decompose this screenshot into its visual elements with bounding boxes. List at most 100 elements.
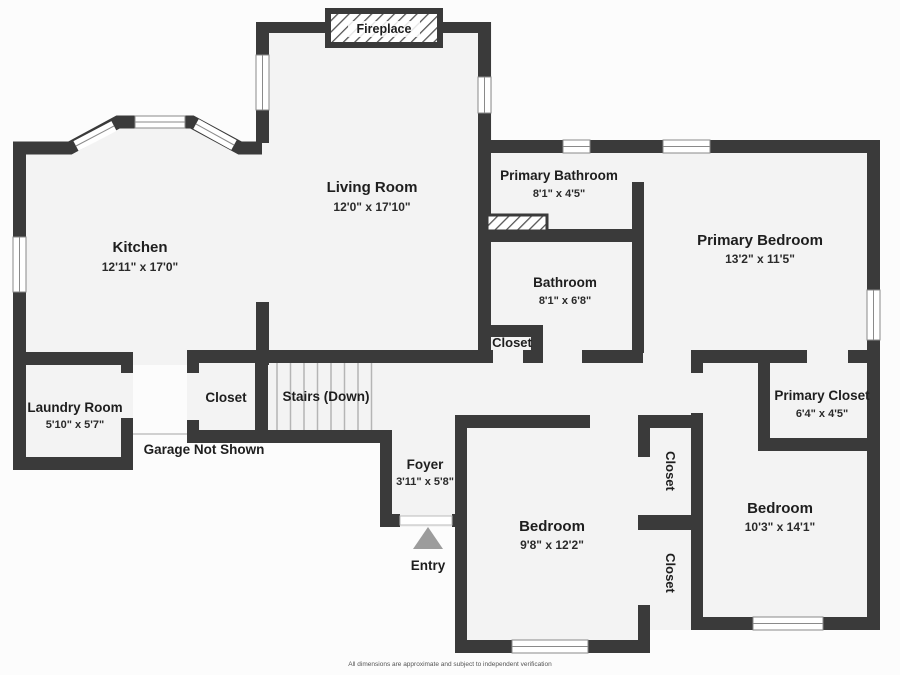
window — [193, 119, 237, 150]
walls-part — [455, 415, 467, 653]
walls-part — [380, 514, 400, 527]
walls-part — [13, 365, 26, 470]
walls-part — [256, 302, 269, 365]
window — [255, 54, 270, 111]
primary-closet-dims: 6'4" x 4'5" — [796, 408, 848, 420]
foyer-dims: 3'11" x 5'8" — [396, 476, 454, 488]
walls-part — [582, 350, 643, 363]
laundry-room-dims: 5'10" x 5'7" — [46, 419, 104, 431]
living-room-floor — [256, 22, 492, 362]
walls-part — [531, 325, 543, 363]
walls-part — [121, 352, 133, 373]
walls-part — [867, 340, 880, 630]
window — [866, 289, 881, 341]
window — [134, 115, 186, 129]
laundry-room-label: Laundry Room — [27, 400, 122, 415]
walls — [13, 22, 880, 653]
walls-part — [13, 142, 26, 237]
walls-part — [187, 350, 493, 363]
window — [752, 616, 824, 631]
living-room-dims: 12'0" x 17'10" — [333, 200, 410, 214]
kitchen-label: Kitchen — [112, 239, 167, 256]
walls-part — [478, 22, 491, 77]
walls-part — [758, 438, 880, 451]
entry-label: Entry — [411, 558, 446, 573]
bedroom-middle-floor — [455, 415, 650, 653]
walls-part — [380, 430, 392, 527]
walls-part — [480, 140, 563, 153]
foyer-label: Foyer — [407, 457, 445, 472]
window — [73, 121, 117, 151]
window — [511, 639, 589, 654]
primary-suite-floor — [480, 140, 880, 362]
walls-part — [13, 352, 133, 365]
primary-bathroom-label: Primary Bathroom — [500, 168, 618, 183]
windows — [12, 54, 881, 654]
primary-bathroom-dims: 8'1" x 4'5" — [533, 188, 585, 200]
window-part — [75, 125, 115, 147]
closet-upper-label: Closet — [663, 451, 678, 491]
walls-part — [256, 22, 330, 33]
kitchen-dims: 12'11" x 17'0" — [102, 260, 178, 274]
hall-closet-label: Closet — [205, 390, 247, 405]
garage-note-label: Garage Not Shown — [144, 442, 265, 457]
bathroom-dims: 8'1" x 6'8" — [539, 295, 591, 307]
fireplace-label: Fireplace — [357, 22, 412, 36]
primary-bedroom-label: Primary Bedroom — [697, 232, 823, 249]
walls-part — [455, 415, 590, 428]
bathroom-counter — [485, 213, 549, 233]
walls-part — [867, 140, 880, 290]
walls-part — [632, 140, 644, 147]
bedroom-right-dims: 10'3" x 14'1" — [745, 520, 815, 534]
room-floors — [13, 22, 880, 653]
walls-part — [638, 415, 703, 428]
window — [662, 139, 711, 154]
foyer-floor — [380, 362, 455, 527]
walls-part — [121, 418, 133, 470]
walls-part — [13, 292, 26, 365]
window — [477, 76, 492, 114]
walls-part — [455, 640, 512, 653]
walls-part — [823, 617, 880, 630]
walls-part — [638, 605, 650, 653]
walls-part — [758, 360, 770, 451]
fireplace: Fireplace — [325, 8, 443, 48]
bath-closet-label: Closet — [492, 335, 532, 350]
walls-part — [590, 140, 663, 153]
walls-part — [710, 140, 880, 153]
walls-part — [691, 350, 703, 373]
living-room-label: Living Room — [327, 179, 418, 196]
walls-part — [438, 22, 491, 33]
bathroom-label: Bathroom — [533, 275, 597, 290]
walls-part — [187, 430, 392, 443]
window-part — [195, 123, 235, 146]
walls-part — [255, 350, 268, 443]
walls-part — [691, 413, 703, 630]
fireplace-part — [348, 21, 420, 37]
stairs-treads — [276, 363, 373, 430]
bedroom-middle-label: Bedroom — [519, 518, 585, 535]
walls-part — [187, 350, 199, 373]
walls-part — [691, 617, 753, 630]
closet-lower-label: Closet — [663, 553, 678, 593]
stairs-label: Stairs (Down) — [282, 389, 369, 404]
walls-part — [482, 325, 543, 337]
walls-part — [588, 640, 650, 653]
laundry-floor — [13, 352, 133, 470]
walls-part — [256, 110, 269, 143]
bedroom-middle-dims: 9'8" x 12'2" — [520, 538, 584, 552]
disclaimer-text: All dimensions are approximate and subje… — [348, 661, 552, 668]
walls-part — [638, 415, 650, 457]
window — [562, 139, 591, 154]
bedroom-right-label: Bedroom — [747, 500, 813, 517]
walls-part — [632, 182, 644, 353]
primary-closet-label: Primary Closet — [774, 388, 870, 403]
window — [12, 236, 27, 293]
entry-door — [399, 515, 453, 526]
primary-bedroom-dims: 13'2" x 11'5" — [725, 252, 795, 266]
walls-part — [638, 515, 703, 530]
walls-part — [692, 350, 807, 363]
room-labels: Living Room 12'0" x 17'10" Kitchen 12'11… — [27, 168, 870, 594]
